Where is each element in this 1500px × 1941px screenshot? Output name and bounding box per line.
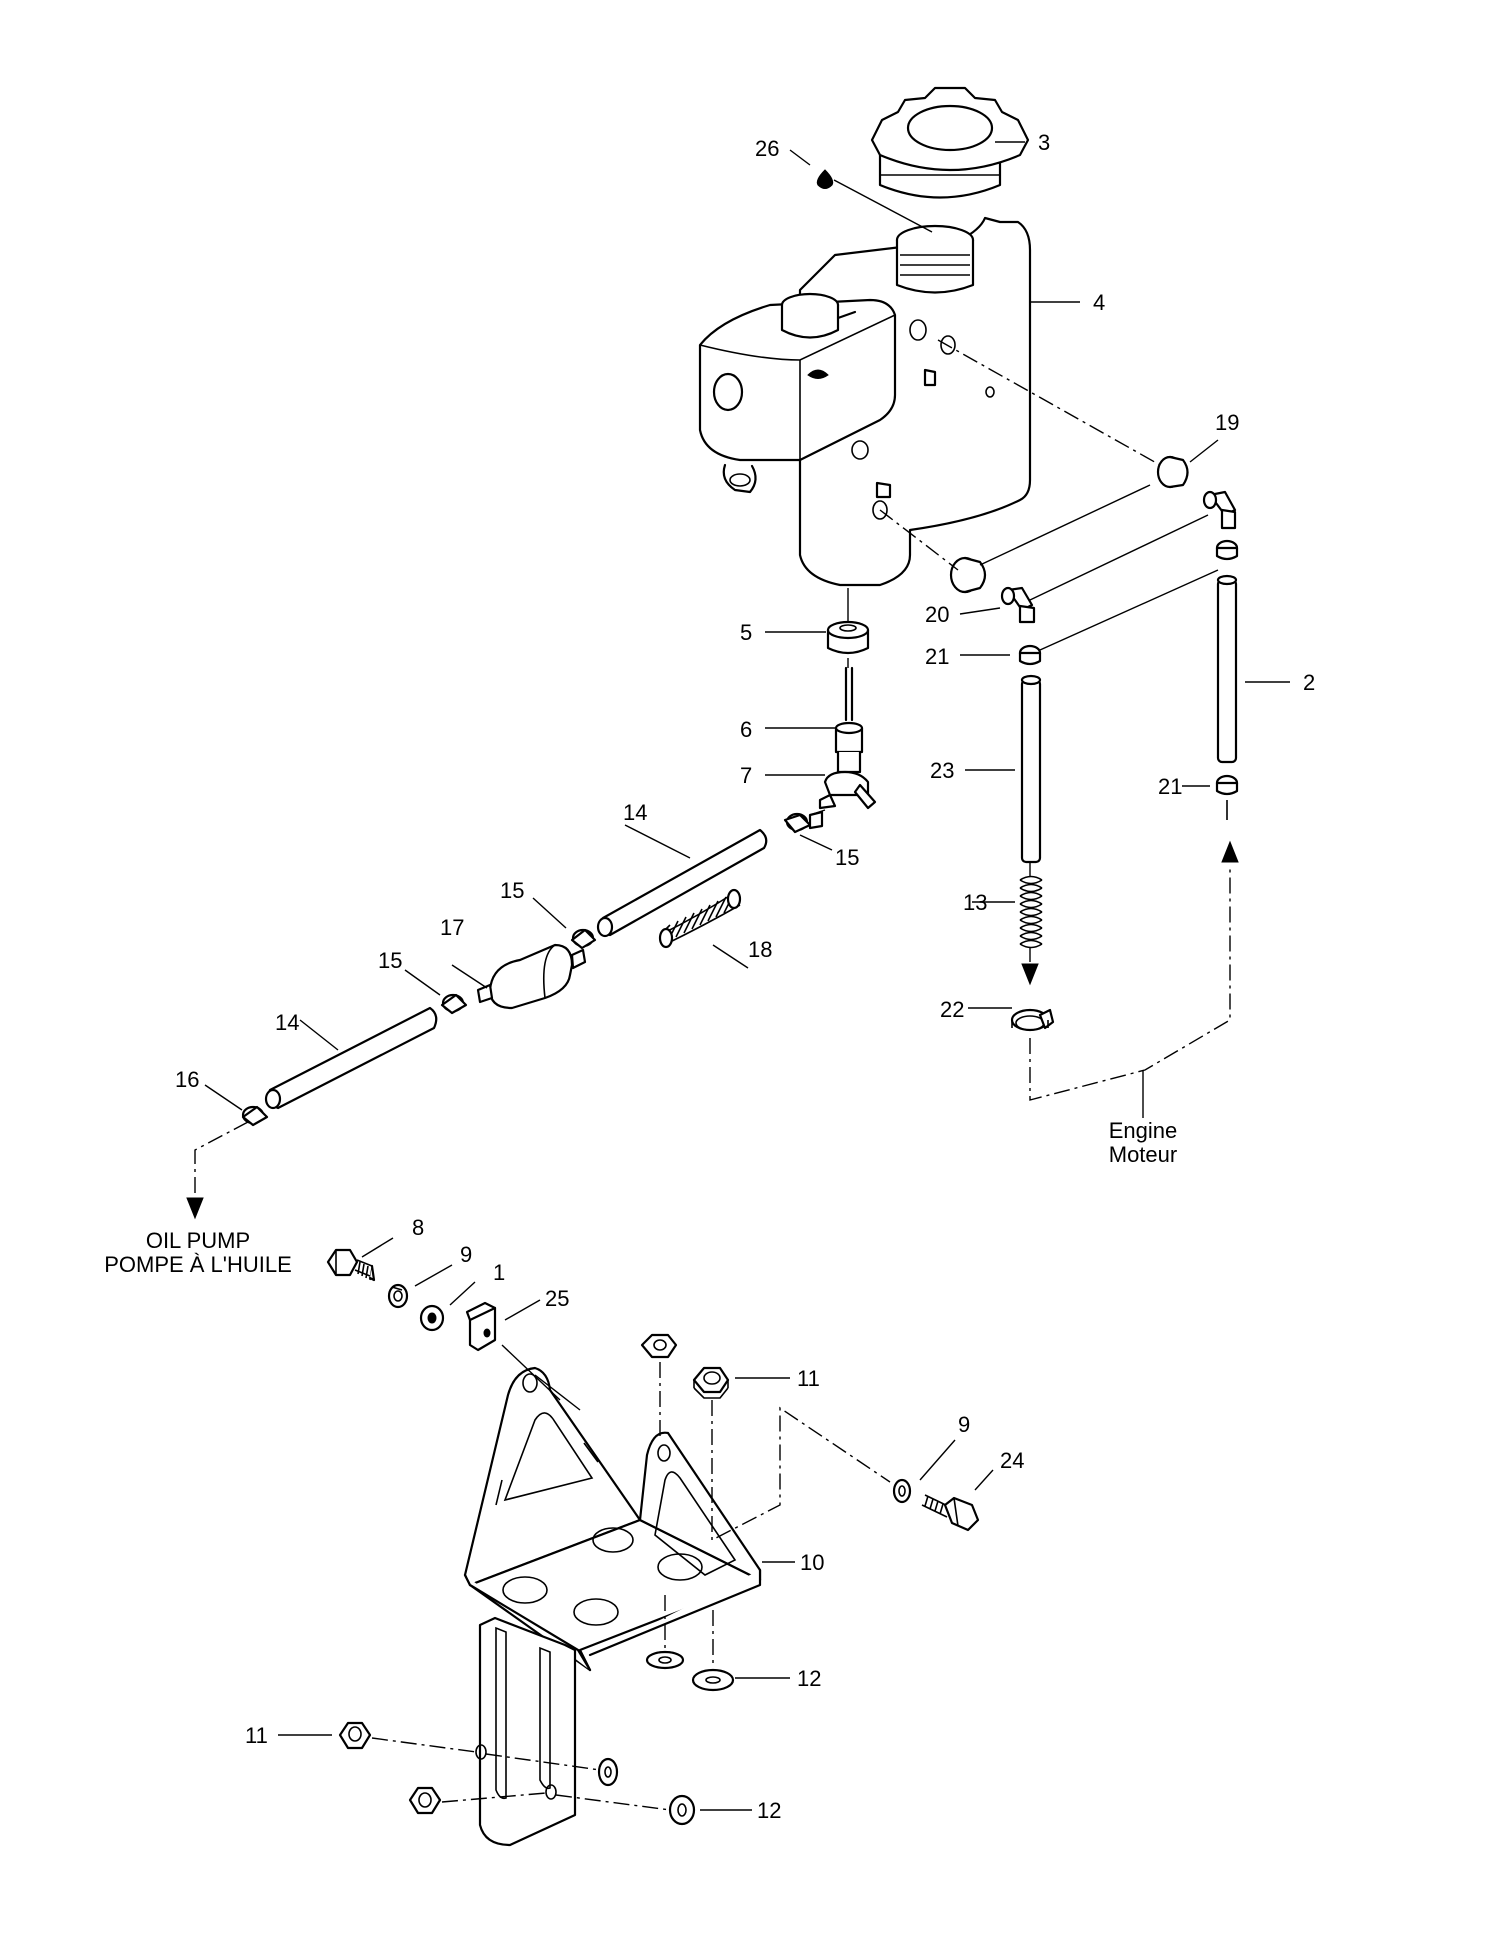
label-part-17: 17: [440, 915, 464, 940]
flow-arrows: [186, 840, 1239, 1220]
part-25-bracket-clip: [465, 1301, 497, 1352]
part-1-flat-washer: [419, 1304, 445, 1332]
part-21-clamp-b: [1018, 644, 1042, 666]
part-11-nut-bottom-center: [408, 1786, 442, 1815]
caption-engine: Engine: [1109, 1118, 1178, 1143]
part-9-lock-washer-right: [892, 1478, 912, 1504]
part-12-washer-bottom-right: [668, 1794, 696, 1826]
caption-moteur: Moteur: [1109, 1142, 1177, 1167]
label-part-18: 18: [748, 937, 772, 962]
label-part-9-upper: 9: [460, 1242, 472, 1267]
part-22-hose-clamp: [1010, 1008, 1055, 1032]
label-part-2: 2: [1303, 670, 1315, 695]
label-part-22: 22: [940, 997, 964, 1022]
label-part-15-left: 15: [378, 948, 402, 973]
part-21-clamp-c: [1215, 774, 1239, 820]
part-15-clamp-top: [783, 810, 824, 834]
part-5-grommet: [826, 620, 870, 655]
label-part-21-upper: 21: [925, 644, 949, 669]
label-part-4: 4: [1093, 290, 1105, 315]
part-7-valve: [818, 750, 877, 810]
part-20-elbow-fitting-left: [949, 556, 1036, 624]
part-20-elbow-fitting-right: [1202, 490, 1237, 530]
part-21-clamp-a: [1215, 539, 1239, 561]
part-3-tank-cap: [870, 86, 1030, 199]
label-part-19: 19: [1215, 410, 1239, 435]
captions: Engine Moteur OIL PUMP POMPE À L'HUILE: [104, 1118, 1177, 1277]
part-9-lock-washer-upper: [387, 1283, 409, 1309]
part-4-oil-tank: [698, 216, 1032, 587]
label-part-12-upper: 12: [797, 1666, 821, 1691]
label-part-21-lower: 21: [1158, 774, 1182, 799]
part-12-washer-top-right: [691, 1668, 735, 1692]
label-part-15-middle: 15: [500, 878, 524, 903]
part-8-bolt: [326, 1248, 376, 1282]
part-11-nut-top-right: [692, 1366, 730, 1399]
label-part-14-lower: 14: [275, 1010, 299, 1035]
caption-pompe-a-l-huile: POMPE À L'HUILE: [104, 1252, 292, 1277]
label-part-26: 26: [755, 136, 779, 161]
part-15-clamp-lower: [440, 993, 468, 1015]
label-part-7: 7: [740, 763, 752, 788]
label-part-9-right: 9: [958, 1412, 970, 1437]
part-26-sealant-drop-icon: [816, 169, 834, 189]
label-part-25: 25: [545, 1286, 569, 1311]
part-12-washer-bottom-left: [597, 1757, 619, 1787]
part-13-spring: [1019, 875, 1043, 949]
label-part-14-upper: 14: [623, 800, 647, 825]
label-part-1: 1: [493, 1260, 505, 1285]
part-2-vent-hose: [1216, 574, 1238, 764]
label-part-11-lower: 11: [245, 1723, 268, 1748]
label-part-16: 16: [175, 1067, 199, 1092]
arrow-down-to-oil-pump-icon: [186, 1197, 204, 1220]
part-14-oil-hose-upper: [596, 828, 768, 938]
part-10-mounting-bracket: [463, 1366, 762, 1847]
label-part-13: 13: [963, 890, 987, 915]
arrow-up-from-engine-icon: [1221, 840, 1239, 863]
label-part-8: 8: [412, 1215, 424, 1240]
label-part-5: 5: [740, 620, 752, 645]
label-part-6: 6: [740, 717, 752, 742]
caption-oil-pump: OIL PUMP: [146, 1228, 250, 1253]
centerlines: [194, 339, 1231, 1811]
label-part-3: 3: [1038, 130, 1050, 155]
part-11-nut-bottom-left: [338, 1721, 372, 1750]
part-23-return-hose: [1020, 674, 1042, 864]
part-6-strainer: [834, 666, 864, 754]
leader-lines: [204, 141, 1290, 1811]
label-part-11-upper: 11: [797, 1366, 820, 1391]
part-24-bolt: [921, 1494, 980, 1532]
label-part-24: 24: [1000, 1448, 1024, 1473]
label-part-15-right: 15: [835, 845, 859, 870]
part-11-nut-top-left: [640, 1333, 678, 1359]
part-15-clamp-middle: [570, 928, 597, 950]
part-16-clamp: [241, 1105, 269, 1127]
label-part-23: 23: [930, 758, 954, 783]
part-18-spring: [658, 888, 742, 949]
label-part-12-lower: 12: [757, 1798, 781, 1823]
part-12-washer-top-left: [645, 1650, 685, 1670]
part-14-oil-hose-lower: [264, 1006, 438, 1110]
part-17-oil-filter: [476, 943, 587, 1010]
label-part-10: 10: [800, 1550, 824, 1575]
part-19-grommet: [1156, 455, 1189, 489]
part-number-labels: 3 26 4 19 20 21 5 2 6 7 23 21 14 15 15 1…: [175, 130, 1315, 1823]
label-part-20: 20: [925, 602, 949, 627]
arrow-down-to-clamp-22-icon: [1021, 963, 1039, 986]
